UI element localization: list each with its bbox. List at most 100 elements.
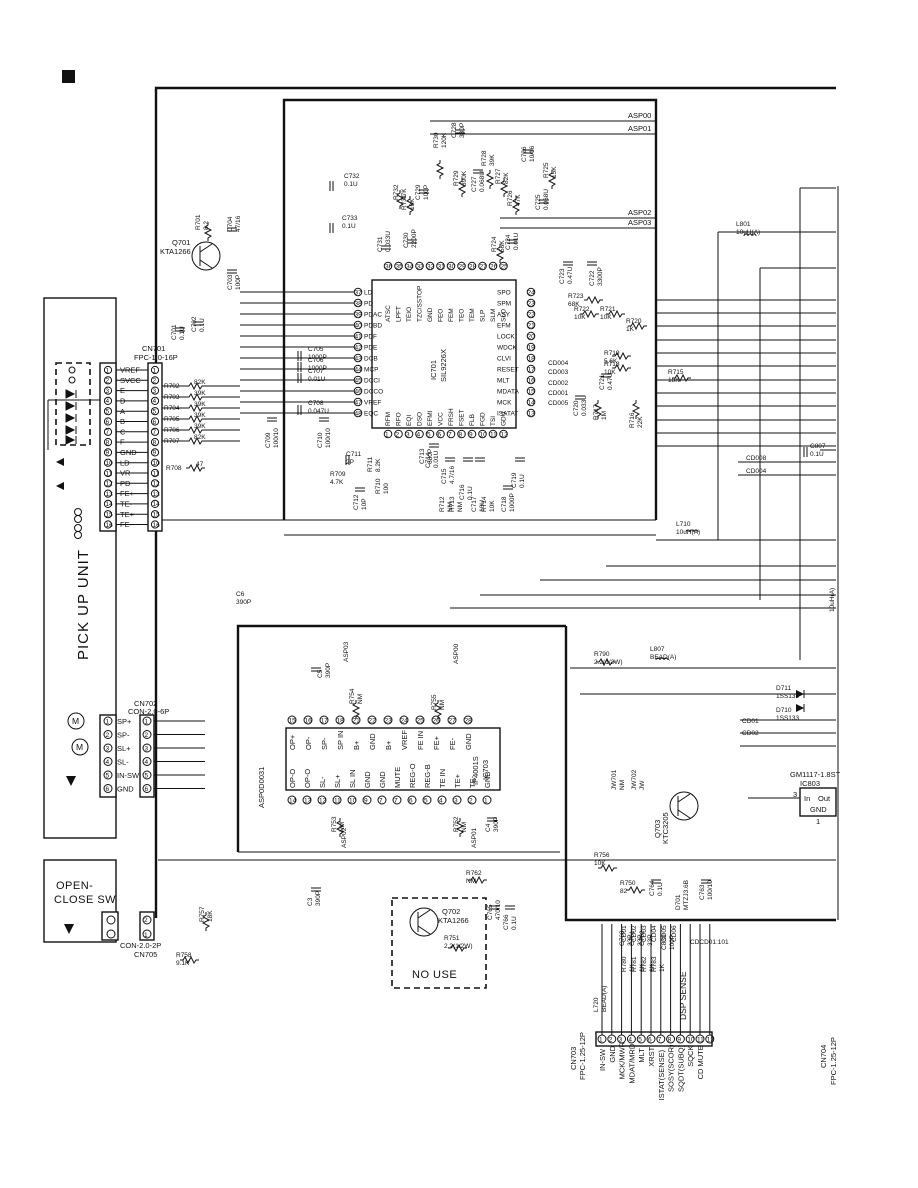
ic703-pin-number: 21 — [353, 718, 361, 725]
cn701-pin-number: 10 — [153, 460, 161, 467]
ic701-pin-name: SLP — [480, 310, 487, 322]
ic701-pin-number: 20 — [528, 333, 536, 340]
components: R70282KR70339KR70439KR70539KR70639KR7078… — [162, 122, 826, 1012]
resistor-symbol — [580, 309, 599, 319]
ic701-pin-number: 37 — [355, 289, 363, 296]
ic701-pin-number: 23 — [528, 300, 536, 307]
ic703-pin-number: 16 — [305, 718, 313, 725]
ic701-pin-name: EFMI — [427, 410, 434, 426]
resistor-symbol — [495, 244, 505, 263]
capacitor-symbol — [587, 261, 597, 266]
capacitor-symbol — [701, 879, 711, 884]
capacitor-c765-ref: C765 — [487, 904, 494, 920]
ic703-pin-number: 2 — [469, 798, 473, 805]
capacitor-c715-ref: C715 — [441, 468, 448, 484]
ic701-pin-marker — [425, 261, 435, 271]
resistor-r762-value: NM — [466, 878, 476, 885]
resistor-symbol — [547, 170, 557, 189]
ic701-pin-name: PDF — [364, 334, 377, 341]
capacitor-c707-value: 0.01U — [308, 376, 326, 383]
cn702-pin-marker-left — [103, 784, 113, 793]
resistor-r713-ref: R713 — [449, 496, 456, 512]
ic701-pin-name: MLT — [497, 378, 510, 385]
cn701-pin-marker-right — [150, 427, 160, 436]
ic703-pin-name: MUTE — [393, 767, 402, 788]
ic701-pin-number: 41 — [355, 333, 363, 340]
capacitor-symbol — [503, 485, 513, 490]
ic701-pin-number: 21 — [528, 322, 536, 329]
cn702-pin-number: 3 — [106, 746, 110, 753]
capacitor-c725-ref: C725 — [535, 194, 542, 210]
capacitor-c729-ref: C729 — [415, 184, 422, 200]
cn701-pin-number: 1 — [106, 367, 110, 374]
motor-m-glyph: M — [76, 742, 83, 752]
cn701-pin-marker-right — [150, 489, 160, 498]
ic701-pin-marker — [353, 408, 363, 418]
capacitor-c707-ref: C707 — [308, 368, 324, 375]
capacitor-c711-ref: C711 — [346, 451, 361, 458]
ic703-pin-marker — [332, 795, 342, 805]
q703-ref: Q703 — [653, 820, 662, 838]
ic701-pin-number: 12 — [501, 432, 509, 439]
ic703-pin-name: GND — [483, 771, 492, 788]
ic701-pin-marker — [457, 261, 466, 271]
cn703-pin-signal: GND — [608, 1045, 617, 1062]
capacitor-c710-value: 100/10 — [325, 428, 332, 448]
cn703-pin-number: 2 — [609, 1037, 613, 1044]
cn703-pin-signal: MDAT/MRD — [627, 1043, 636, 1083]
capacitor-c713-ref: C713 — [419, 448, 426, 464]
ic701-pin-number: 14 — [528, 399, 536, 406]
capacitor-c724-ref: C724 — [505, 234, 512, 250]
ic703-pin-name: SL- — [318, 776, 327, 788]
capacitor-c701-ref: C701 — [171, 324, 178, 340]
capacitor-c706-value: 1000P — [308, 365, 327, 372]
cn702-ref: CN702 — [134, 699, 157, 708]
cn701-pin-number: 9 — [153, 450, 157, 457]
resistor-r721-ref: R721 — [600, 306, 616, 313]
resistor-symbol — [499, 178, 509, 197]
cn701-pin-number: 14 — [106, 501, 114, 508]
capacitor-symbol — [507, 239, 517, 244]
ic701-part: SIL9226X — [439, 349, 448, 382]
ic703-pin-number: 11 — [334, 798, 341, 805]
net-label-cd001: CD001 — [548, 390, 569, 397]
capacitor-c4-ref: C4 — [485, 823, 492, 832]
cn701-pin-number: 16 — [153, 522, 161, 529]
cn701-pin-marker-left — [103, 417, 113, 426]
cn701-pin-marker-left — [103, 438, 113, 447]
resistor-symbol — [448, 943, 467, 953]
net-label-cd002: CD002 — [548, 380, 569, 387]
cn703-pin-signal: SOSY(SCOR) — [667, 1044, 676, 1092]
cn701-ref: CN701 — [142, 344, 165, 353]
resistor-symbol — [511, 196, 521, 215]
ic703-pin-name: FE- — [448, 737, 457, 750]
ic701-pin-name: VREF — [364, 400, 381, 407]
cn701-pin-number: 15 — [153, 512, 161, 519]
resistor-symbol — [485, 170, 495, 189]
inductor-l720-value: BEAD(A) — [601, 986, 608, 1012]
cn701-pin-number: 11 — [106, 470, 113, 477]
resistor-symbol — [584, 295, 603, 305]
ic703: IP4001S IC703 ASP0D0031 15OP+16OP-17SP-1… — [257, 715, 501, 808]
resistor-r755-value: NM — [439, 700, 446, 710]
ic703-pin-name: REG-O — [408, 763, 417, 788]
capacitor-c702-ref: C702 — [191, 316, 198, 332]
ic701-pin-marker — [526, 309, 536, 319]
ic701-pin-name: RFM — [385, 412, 392, 426]
cn701-pin-marker-right — [150, 448, 160, 457]
cn701-pin-number: 11 — [153, 470, 160, 477]
ic701-pin-marker — [488, 429, 498, 439]
inductor-coil — [663, 657, 669, 661]
ic703-pin-number: 25 — [417, 718, 425, 725]
cn701-pin-marker-left — [103, 499, 113, 508]
cn701-pin-marker-left — [103, 520, 113, 529]
ic701-pin-number: 1 — [385, 432, 389, 439]
capacitor-c708-value: 0.047U — [308, 408, 329, 415]
resistor-symbol — [457, 178, 467, 197]
resistor-r701-value: 8.2 — [203, 221, 210, 230]
ic703-pin-marker — [447, 715, 457, 725]
capacitor-symbol — [651, 879, 661, 884]
capacitor-symbol — [463, 457, 473, 462]
cn702-pin-number: 4 — [145, 759, 149, 766]
ic703-pin-marker — [467, 795, 477, 805]
